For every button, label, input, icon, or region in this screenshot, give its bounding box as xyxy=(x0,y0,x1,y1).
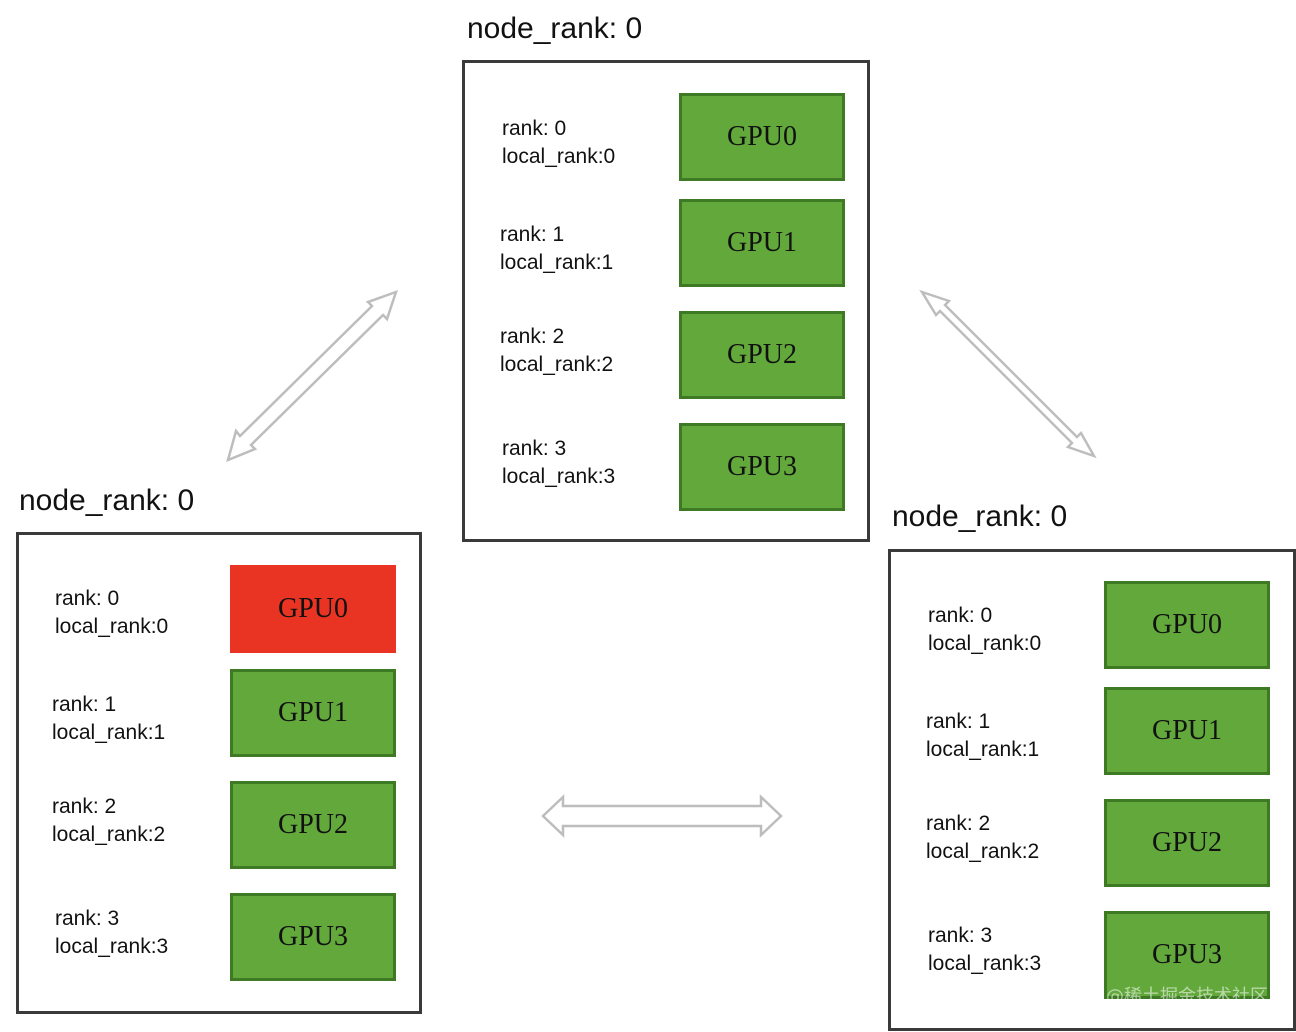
node-box-top: rank: 0 local_rank:0 GPU0 rank: 1 local_… xyxy=(462,60,870,542)
rank-label: rank: 1 local_rank:1 xyxy=(52,691,165,747)
gpu-block: GPU0 xyxy=(1104,581,1270,669)
rank-label: rank: 2 local_rank:2 xyxy=(926,810,1039,866)
node-title-right: node_rank: 0 xyxy=(892,500,1068,533)
node-box-right: rank: 0 local_rank:0 GPU0 rank: 1 local_… xyxy=(888,549,1296,1031)
rank-text: rank: 3 xyxy=(928,924,993,947)
local-rank-text: local_rank:2 xyxy=(52,823,166,846)
rank-label: rank: 1 local_rank:1 xyxy=(500,221,613,277)
gpu-block: GPU2 xyxy=(230,781,396,869)
local-rank-text: local_rank:3 xyxy=(928,952,1042,975)
local-rank-text: local_rank:0 xyxy=(928,632,1042,655)
rank-text: rank: 1 xyxy=(52,693,117,716)
gpu-block: GPU2 xyxy=(679,311,845,399)
gpu-block: GPU1 xyxy=(230,669,396,757)
rank-label: rank: 0 local_rank:0 xyxy=(928,602,1041,658)
local-rank-text: local_rank:2 xyxy=(926,840,1040,863)
rank-text: rank: 3 xyxy=(502,437,567,460)
rank-label: rank: 0 local_rank:0 xyxy=(502,115,615,171)
node-box-left: rank: 0 local_rank:0 GPU0 rank: 1 local_… xyxy=(16,532,422,1014)
rank-label: rank: 3 local_rank:3 xyxy=(928,922,1041,978)
arrow-top-right xyxy=(919,289,1097,459)
gpu-block-failed: GPU0 xyxy=(230,565,396,653)
gpu-block: GPU3 xyxy=(1104,911,1270,999)
rank-label: rank: 1 local_rank:1 xyxy=(926,708,1039,764)
rank-text: rank: 1 xyxy=(926,710,991,733)
rank-text: rank: 2 xyxy=(52,795,117,818)
gpu-block: GPU3 xyxy=(230,893,396,981)
node-title-left: node_rank: 0 xyxy=(19,484,195,517)
gpu-block: GPU1 xyxy=(679,199,845,287)
rank-label: rank: 3 local_rank:3 xyxy=(55,905,168,961)
rank-text: rank: 2 xyxy=(500,325,565,348)
local-rank-text: local_rank:2 xyxy=(500,353,614,376)
gpu-block: GPU2 xyxy=(1104,799,1270,887)
local-rank-text: local_rank:3 xyxy=(502,465,616,488)
rank-label: rank: 0 local_rank:0 xyxy=(55,585,168,641)
local-rank-text: local_rank:3 xyxy=(55,935,169,958)
rank-text: rank: 3 xyxy=(55,907,120,930)
arrow-bottom-horizontal xyxy=(541,794,783,838)
rank-text: rank: 0 xyxy=(502,117,567,140)
rank-text: rank: 2 xyxy=(926,812,991,835)
gpu-block: GPU3 xyxy=(679,423,845,511)
local-rank-text: local_rank:1 xyxy=(926,738,1040,761)
gpu-block: GPU1 xyxy=(1104,687,1270,775)
rank-text: rank: 1 xyxy=(500,223,565,246)
local-rank-text: local_rank:1 xyxy=(52,721,166,744)
local-rank-text: local_rank:0 xyxy=(55,615,169,638)
gpu-block: GPU0 xyxy=(679,93,845,181)
rank-label: rank: 2 local_rank:2 xyxy=(500,323,613,379)
rank-text: rank: 0 xyxy=(55,587,120,610)
watermark: @稀土掘金技术社区 xyxy=(1106,986,1268,1007)
local-rank-text: local_rank:1 xyxy=(500,251,614,274)
arrow-top-left xyxy=(226,289,398,463)
rank-text: rank: 0 xyxy=(928,604,993,627)
local-rank-text: local_rank:0 xyxy=(502,145,616,168)
node-title-top: node_rank: 0 xyxy=(467,12,643,45)
rank-label: rank: 3 local_rank:3 xyxy=(502,435,615,491)
rank-label: rank: 2 local_rank:2 xyxy=(52,793,165,849)
